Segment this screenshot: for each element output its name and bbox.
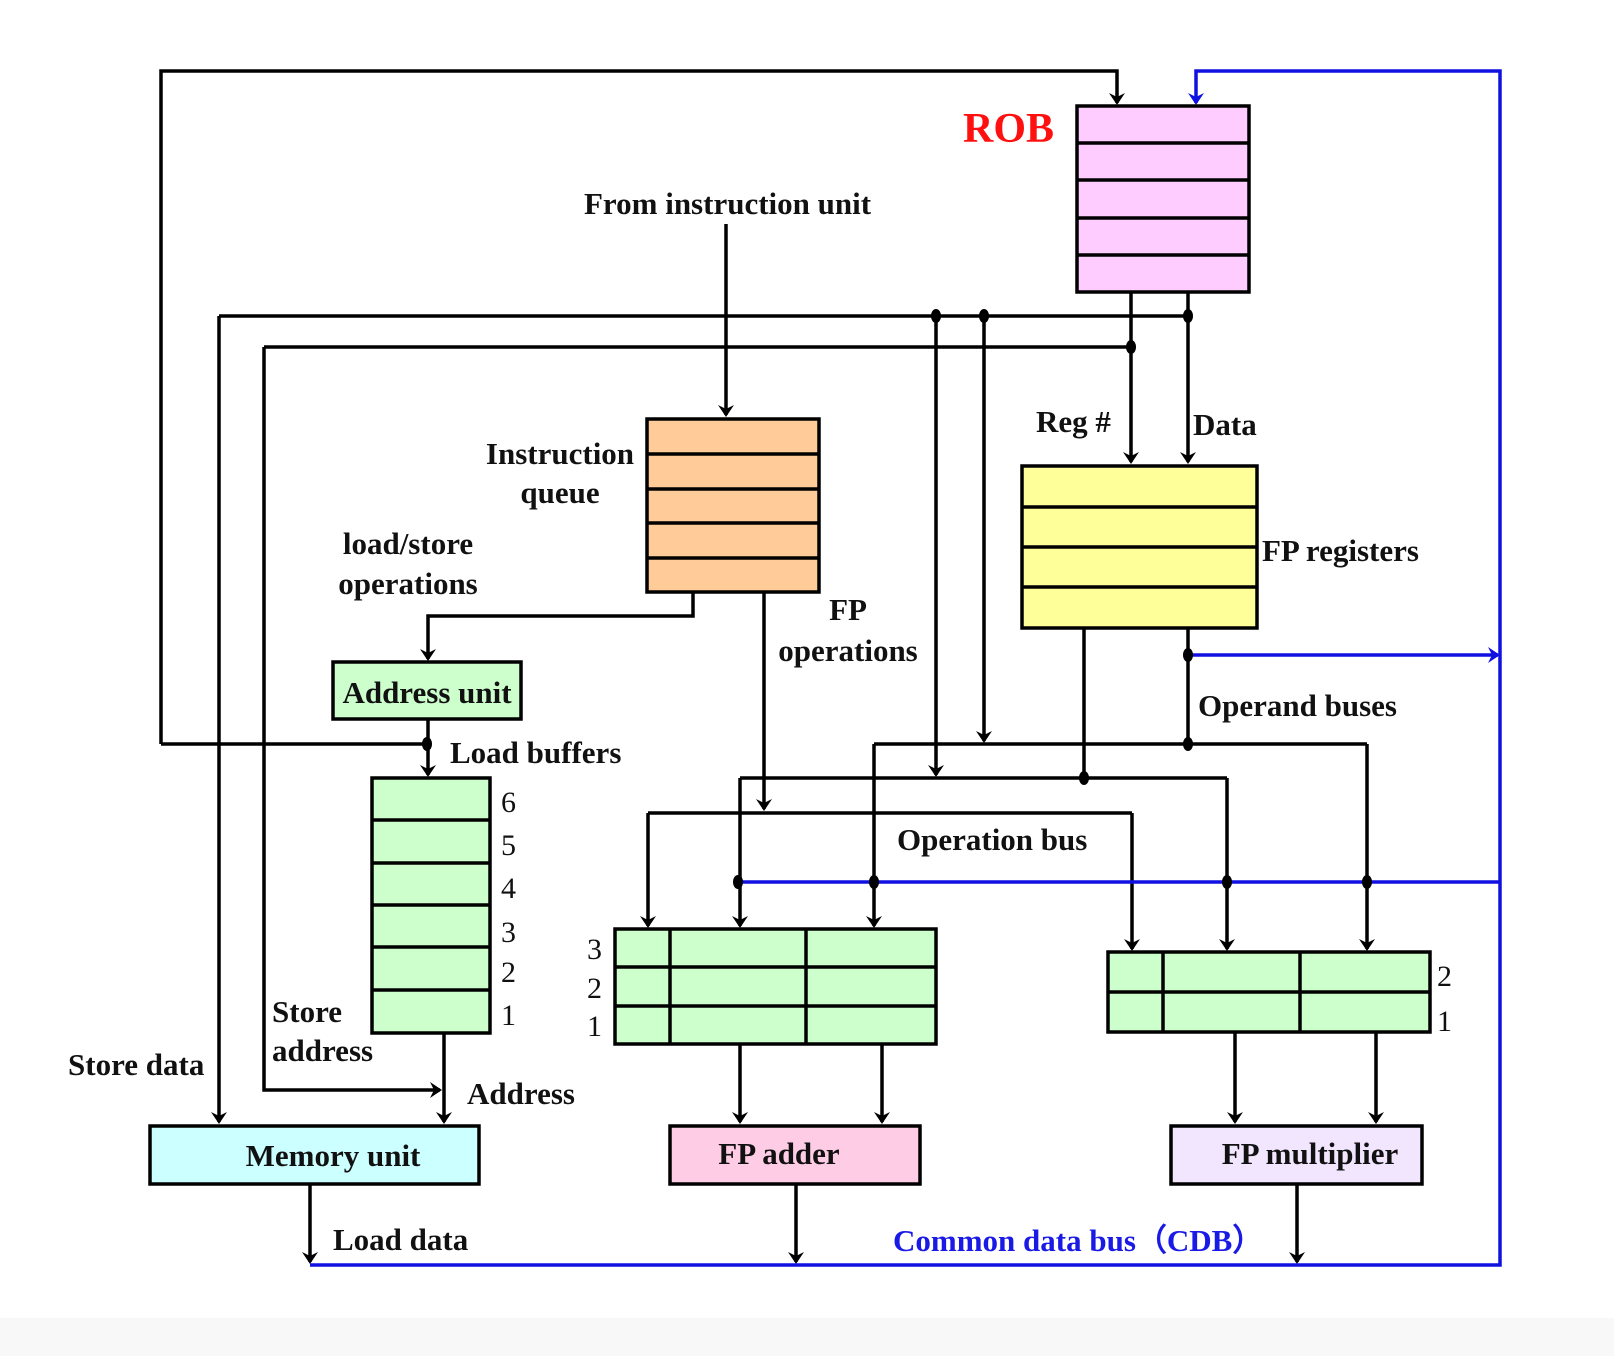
store-address-label: Store [272, 994, 342, 1029]
store-data-label: Store data [68, 1047, 205, 1082]
junction-dot [1362, 875, 1372, 889]
adder-reservation-stations [613, 927, 938, 1046]
multiplier-reservation-stations [1106, 950, 1432, 1034]
adder-stations-box [613, 927, 938, 1046]
junction-dot [1183, 309, 1193, 323]
cdb-main-loop [310, 69, 1502, 1267]
load-store-ops-label-2: operations [338, 566, 478, 601]
load-buffer-number: 5 [501, 829, 516, 862]
junction-dot [1183, 737, 1193, 751]
fp-registers-label: FP registers [1262, 533, 1419, 568]
multiplier-station-number: 2 [1437, 960, 1452, 993]
adder-station-number: 3 [587, 933, 602, 966]
memory-unit-label: Memory unit [246, 1138, 421, 1173]
junction-dot [979, 309, 989, 323]
junction-dot [1183, 648, 1193, 662]
wire-rob-input [159, 69, 1125, 744]
data-label: Data [1193, 407, 1257, 442]
load-store-ops-label: load/store [343, 526, 473, 561]
load-data-label: Load data [333, 1222, 469, 1257]
load-buffers-block [370, 776, 492, 1035]
fp-multiplier-label: FP multiplier [1222, 1136, 1399, 1171]
fp-operations-label: FP [829, 592, 867, 627]
junction-dot [422, 737, 432, 751]
junction-dot [1079, 771, 1089, 785]
junction-dot [1126, 340, 1136, 354]
fp-adder-label: FP adder [718, 1136, 840, 1171]
common-data-bus [310, 69, 1502, 1267]
rob-title: ROB [963, 106, 1054, 152]
load-buffer-number: 6 [501, 786, 516, 819]
fp-operations-label-2: operations [778, 633, 918, 668]
reg-num-label: Reg # [1036, 404, 1111, 439]
fp-multiplier-box [1169, 1124, 1424, 1186]
junction-dot [931, 309, 941, 323]
load-buffer-number: 3 [501, 916, 516, 949]
bottom-band [0, 1318, 1614, 1356]
address-label: Address [467, 1076, 575, 1111]
junction-dot [733, 875, 743, 889]
instruction-queue-label-2: queue [520, 475, 599, 510]
junction-dots [422, 309, 1372, 889]
multiplier-station-number: 1 [1437, 1005, 1452, 1038]
wire-store-address [262, 347, 442, 1098]
rob-block [1075, 104, 1251, 294]
memory-unit-box [148, 1124, 481, 1186]
store-address-label-2: address [272, 1033, 373, 1068]
load-buffer-number: 2 [501, 956, 516, 989]
instruction-queue-box [645, 417, 821, 594]
instruction-queue-label: Instruction [486, 436, 634, 471]
junction-dot [1222, 875, 1232, 889]
adder-station-number: 1 [587, 1010, 602, 1043]
wire-load-store-ops [420, 592, 695, 661]
from-instruction-unit-label: From instruction unit [584, 186, 872, 221]
adder-station-number: 2 [587, 972, 602, 1005]
fp-adder-box [668, 1124, 922, 1186]
cdb-label: Common data bus（CDB） [893, 1223, 1263, 1258]
junction-dot [869, 875, 879, 889]
load-buffers-label: Load buffers [450, 735, 621, 770]
load-buffer-number: 4 [501, 872, 516, 905]
address-unit-label: Address unit [342, 675, 512, 710]
operand-buses-label: Operand buses [1198, 688, 1397, 723]
operation-bus-label: Operation bus [897, 822, 1087, 857]
fp-registers-block [1020, 464, 1259, 630]
load-buffer-number: 1 [501, 999, 516, 1032]
instruction-queue-block [645, 417, 821, 594]
address-unit-box [331, 660, 523, 721]
rob-box [1075, 104, 1251, 294]
